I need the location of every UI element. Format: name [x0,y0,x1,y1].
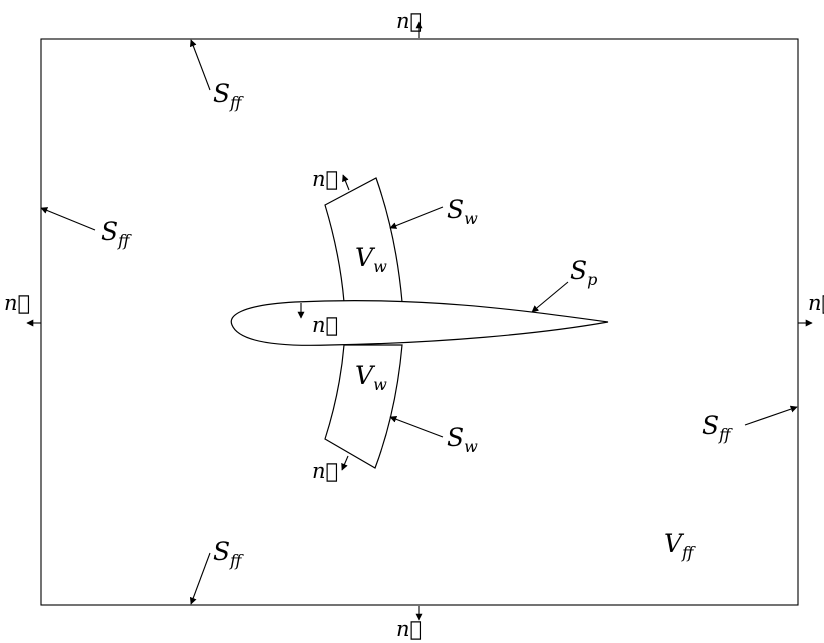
sff-leader-right [744,405,798,426]
label-sp: Sp [570,256,597,289]
normal-arrow-wake-upper [342,174,350,191]
normal-label-wake-upper: n⃗ [312,167,338,191]
label-sff-left: Sff [101,217,132,250]
sw-leader-upper [389,206,444,229]
normal-label-right: n⃗ [808,291,824,315]
label-sff-top: Sff [213,79,244,112]
normal-label-wake-lower: n⃗ [312,459,338,483]
sff-leader-top [189,39,211,91]
label-sw-lower: Sw [447,423,478,456]
lower-wake-region [324,344,403,469]
label-sff-right: Sff [702,411,733,444]
label-vff: Vff [664,529,696,562]
label-vw-lower: Vw [355,361,387,394]
label-vw-upper: Vw [355,243,387,276]
sff-leader-bottom [189,552,211,605]
sw-leader-lower [389,415,444,438]
label-sw-upper: Sw [447,195,478,228]
normal-label-top: n⃗ [396,9,422,33]
sff-leader-left [40,207,96,231]
label-sff-bottom: Sff [213,537,244,570]
sp-leader [531,281,569,313]
airfoil-profile [230,299,609,346]
normal-label-bottom: n⃗ [396,617,422,641]
normal-label-left: n⃗ [4,291,30,315]
normal-label-airfoil: n⃗ [312,313,338,337]
normal-arrow-wake-lower [341,455,349,471]
farfield-boundary [40,38,799,606]
upper-wake-region [324,177,403,303]
